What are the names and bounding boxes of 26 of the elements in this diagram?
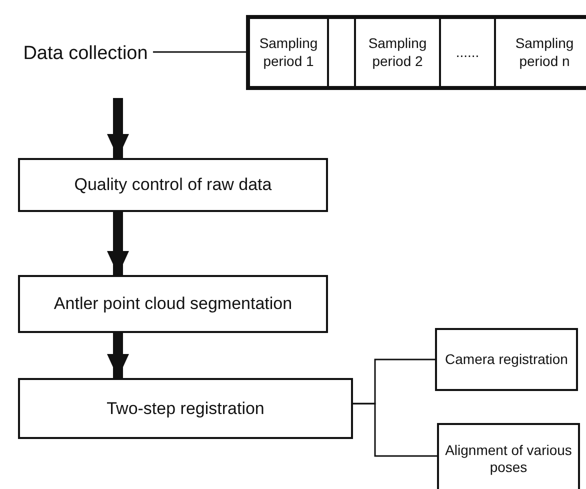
table-cell [439, 17, 496, 88]
box-label: Sampling period n [514, 35, 575, 70]
box-label: Sampling period 1 [258, 35, 319, 70]
box-label: Sampling period 2 [367, 35, 428, 70]
process-box [18, 378, 353, 439]
table-cell [327, 17, 356, 88]
box-label: Alignment of various poses [444, 442, 573, 476]
box-label: Antler point cloud segmentation [54, 293, 292, 315]
label-text: Data collection [23, 42, 148, 66]
table-strip [246, 15, 586, 90]
process-box [435, 328, 578, 391]
process-box [18, 275, 328, 333]
table-cell [248, 17, 329, 88]
connector-line [353, 402, 437, 457]
table-cell [354, 17, 441, 88]
ellipsis-text: ...... [456, 44, 480, 62]
box-label: Quality control of raw data [74, 174, 272, 196]
table-cell [494, 17, 586, 88]
arrow [107, 98, 129, 158]
process-box [18, 158, 328, 212]
box-label: Camera registration [445, 350, 568, 368]
arrow [107, 212, 129, 275]
connector-line [153, 51, 246, 53]
process-box [437, 423, 580, 489]
arrow [107, 333, 129, 378]
box-label: Two-step registration [106, 398, 264, 420]
